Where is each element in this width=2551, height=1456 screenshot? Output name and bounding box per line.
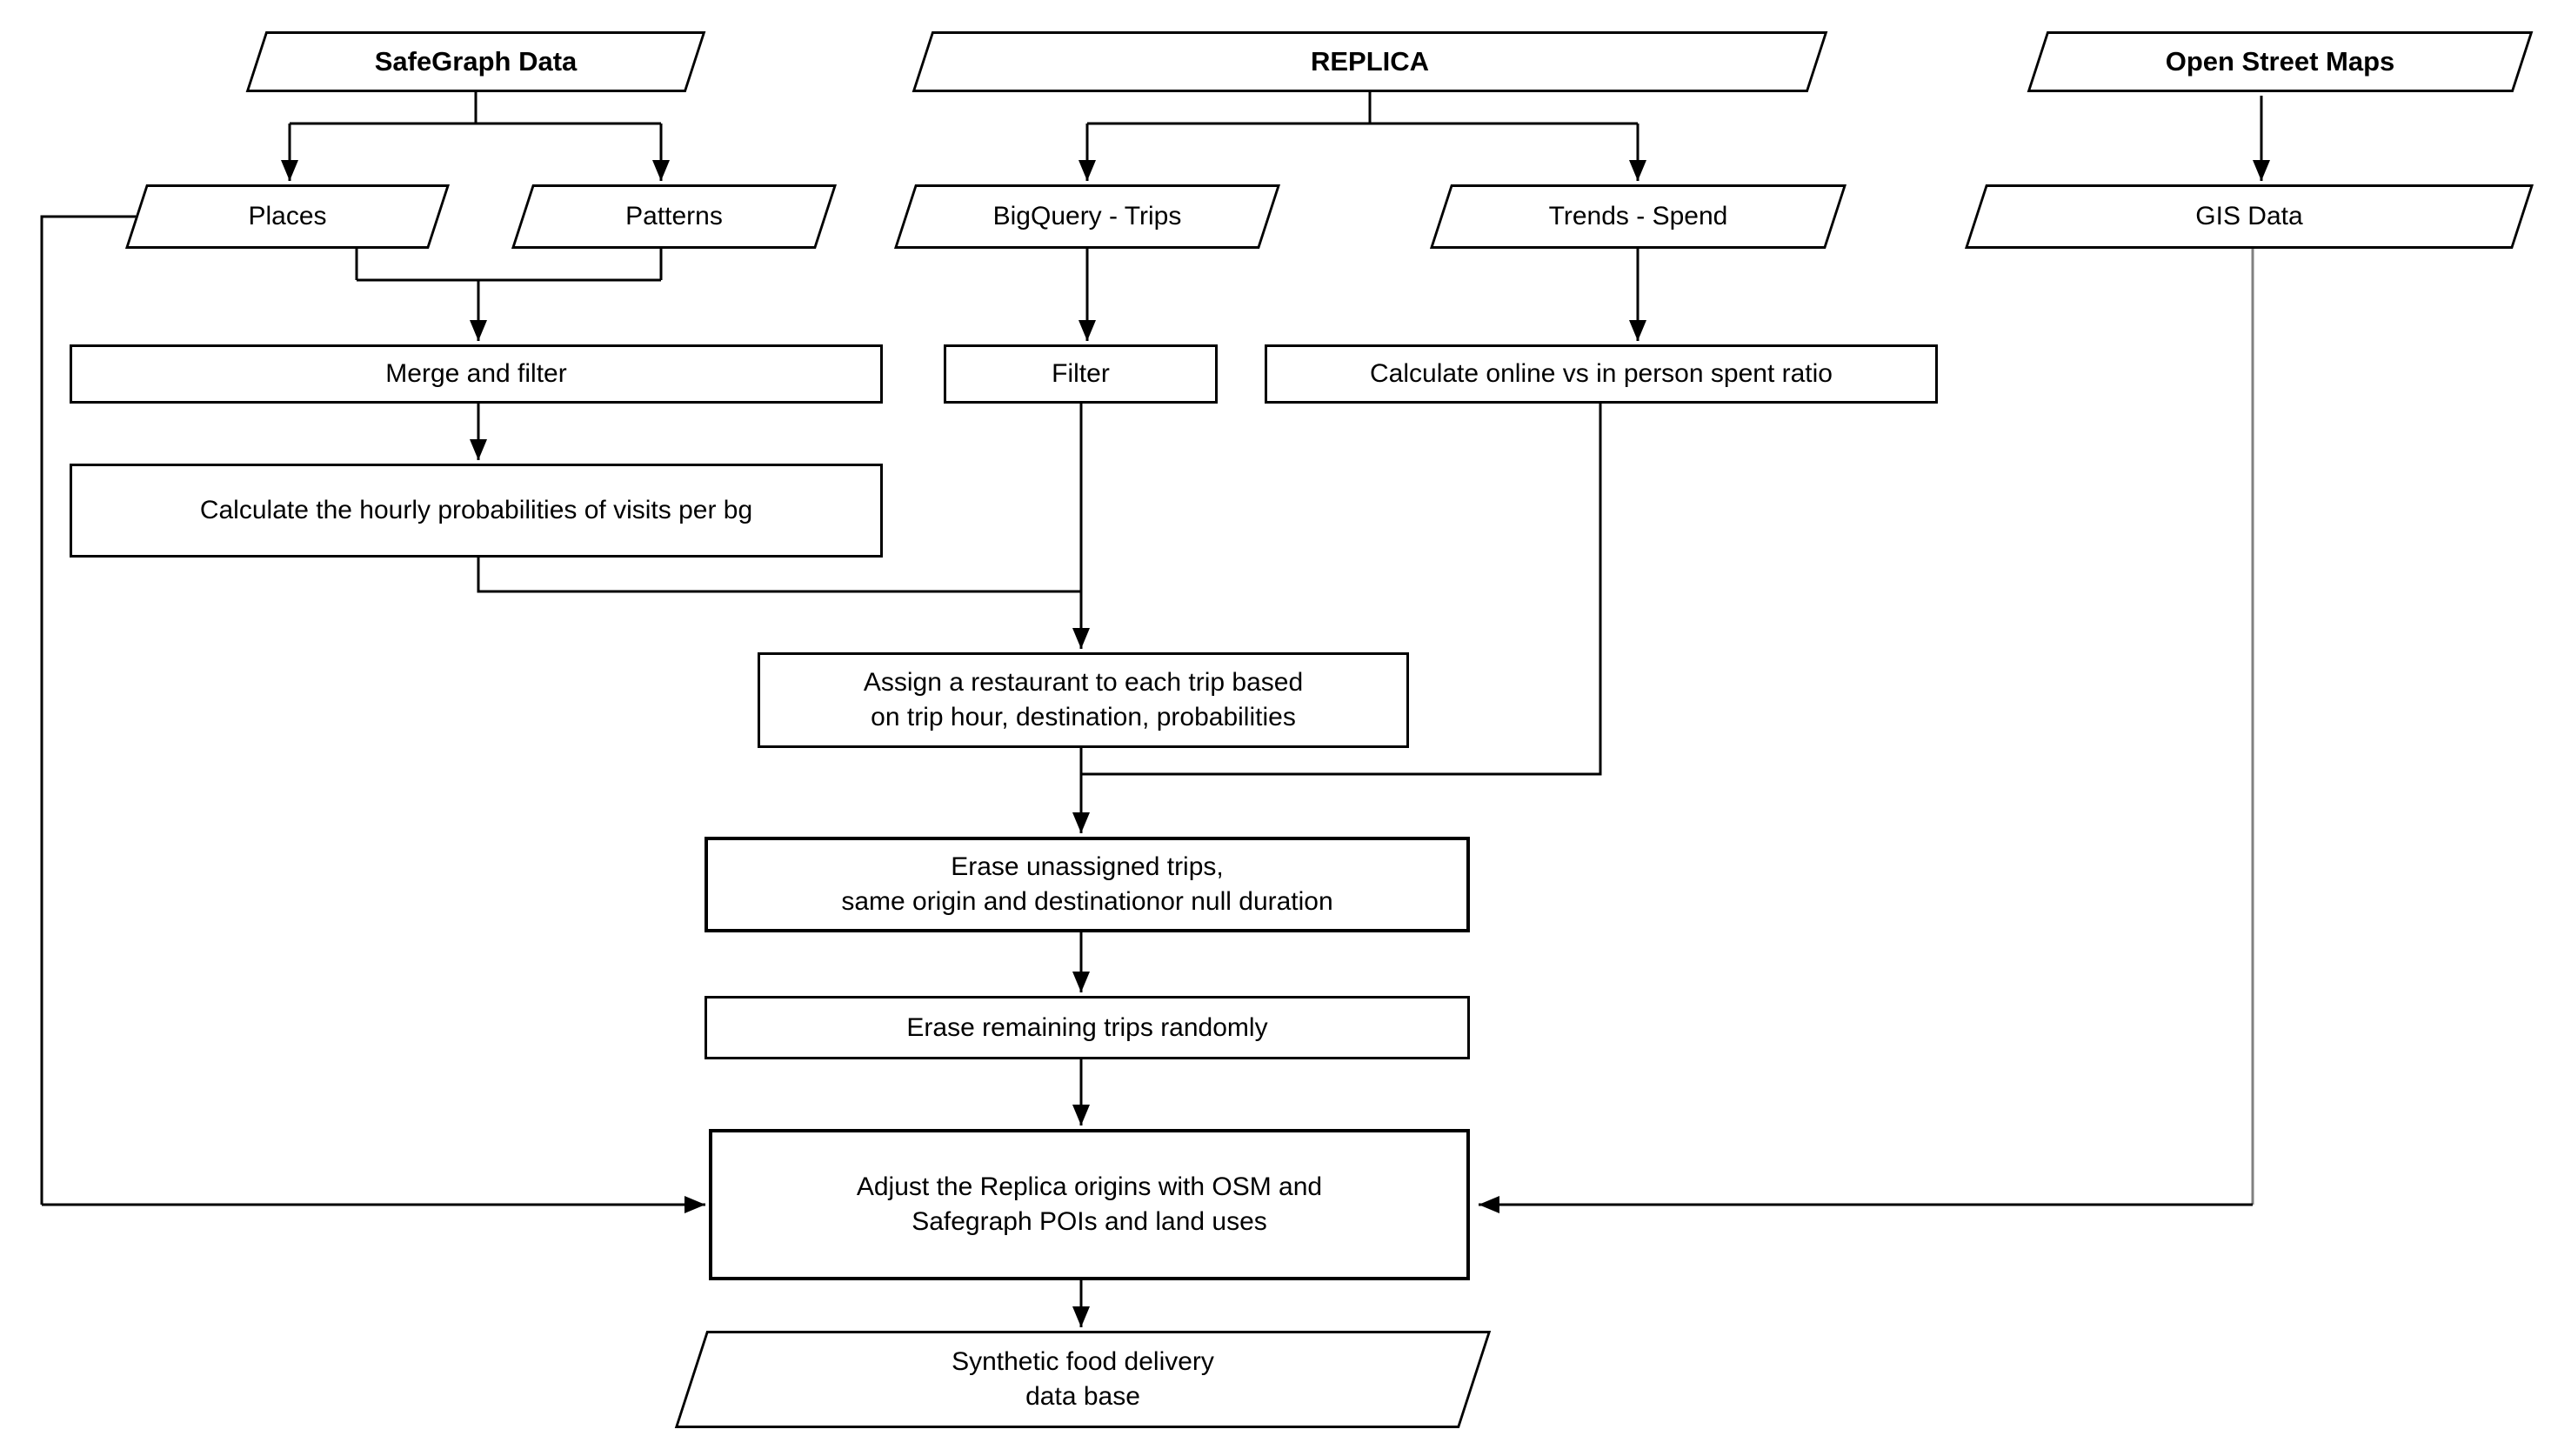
- node-trends-spend: Trends - Spend: [1429, 184, 1847, 249]
- edge-places-feedback: [40, 215, 139, 1205]
- node-open-street-maps: Open Street Maps: [2027, 31, 2534, 92]
- node-assign-restaurant: Assign a restaurant to each trip based o…: [758, 652, 1409, 748]
- erase-unassigned-line2: same origin and destinationor null durat…: [841, 887, 1333, 916]
- node-calc-online-ratio: Calculate online vs in person spent rati…: [1265, 344, 1938, 404]
- patterns-label: Patterns: [625, 202, 723, 230]
- erase-unassigned-line1: Erase unassigned trips,: [951, 852, 1224, 881]
- osm-label: Open Street Maps: [2165, 46, 2395, 77]
- edge-hourly-out: [477, 558, 1081, 593]
- replica-label: REPLICA: [1310, 46, 1430, 77]
- node-filter: Filter: [944, 344, 1218, 404]
- node-synthetic-database: Synthetic food delivery data base: [674, 1331, 1492, 1428]
- calc-hourly-probabilities-label: Calculate the hourly probabilities of vi…: [199, 496, 753, 524]
- node-replica: REPLICA: [912, 31, 1828, 92]
- merge-and-filter-label: Merge and filter: [385, 359, 567, 388]
- erase-remaining-label: Erase remaining trips randomly: [906, 1012, 1268, 1042]
- safegraph-label: SafeGraph Data: [374, 46, 578, 77]
- node-gis-data: GIS Data: [1964, 184, 2534, 249]
- node-calc-hourly-probabilities: Calculate the hourly probabilities of vi…: [70, 464, 883, 558]
- adjust-origins-line2: Safegraph POIs and land uses: [912, 1207, 1267, 1236]
- node-erase-unassigned: Erase unassigned trips, same origin and …: [705, 837, 1470, 932]
- adjust-origins-line1: Adjust the Replica origins with OSM and: [856, 1172, 1323, 1201]
- node-merge-and-filter: Merge and filter: [70, 344, 883, 404]
- edge-ratio-out: [1081, 404, 1602, 776]
- bigquery-trips-label: BigQuery - Trips: [992, 202, 1182, 230]
- assign-restaurant-line2: on trip hour, destination, probabilities: [871, 703, 1296, 731]
- places-label: Places: [248, 202, 327, 230]
- node-adjust-origins: Adjust the Replica origins with OSM and …: [709, 1129, 1470, 1280]
- node-bigquery-trips: BigQuery - Trips: [893, 184, 1281, 249]
- node-erase-remaining: Erase remaining trips randomly: [705, 996, 1470, 1059]
- synthetic-database-line1: Synthetic food delivery: [952, 1347, 1214, 1376]
- node-safegraph-data: SafeGraph Data: [245, 31, 706, 92]
- assign-restaurant-line1: Assign a restaurant to each trip based: [863, 668, 1304, 697]
- synthetic-database-line2: data base: [1025, 1382, 1140, 1411]
- gis-data-label: GIS Data: [2195, 202, 2303, 230]
- node-patterns: Patterns: [511, 184, 838, 249]
- calc-online-ratio-label: Calculate online vs in person spent rati…: [1370, 359, 1833, 388]
- trends-spend-label: Trends - Spend: [1548, 202, 1728, 230]
- filter-label: Filter: [1052, 359, 1110, 388]
- node-places: Places: [124, 184, 451, 249]
